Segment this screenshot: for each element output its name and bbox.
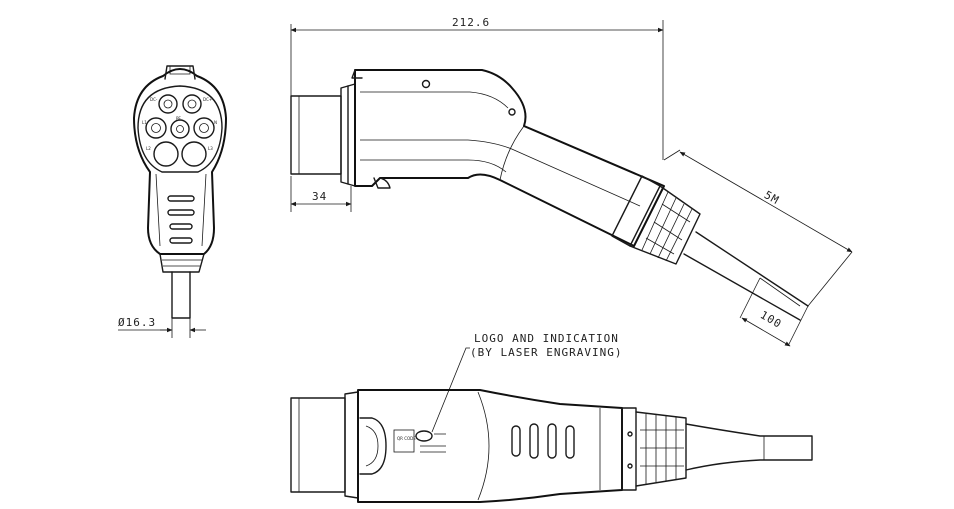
side-latch-button (421, 79, 431, 89)
note-line-2: (BY LASER ENGRAVING) (470, 346, 622, 359)
top-strain-relief (627, 411, 687, 487)
label-l3: L3 (208, 146, 213, 151)
side-body-outline (354, 69, 665, 247)
front-view: DC- DC+ PE L1 N L2 L3 Ø16.3 (118, 65, 227, 338)
side-view: 212.6 34 (290, 16, 853, 347)
dim-cable-diameter: Ø16.3 (118, 316, 156, 329)
front-grip-slots (155, 173, 207, 247)
front-cable (171, 271, 191, 319)
dim-cable-length: 5M (762, 188, 782, 207)
top-grip-ring (621, 407, 637, 491)
side-trigger (373, 177, 391, 189)
label-pe: PE (176, 116, 181, 121)
front-latch (164, 65, 196, 80)
side-latch (351, 69, 363, 79)
top-cable (685, 423, 813, 471)
front-strain-relief (159, 253, 205, 273)
note-line-1: LOGO AND INDICATION (474, 332, 619, 345)
pin-contacts (145, 94, 215, 167)
side-grip-ring (611, 175, 661, 247)
label-l2: L2 (146, 146, 151, 151)
dim-overall-length: 212.6 (452, 16, 490, 29)
label-l1: L1 (142, 120, 147, 125)
note-leader (431, 347, 470, 433)
label-n: N (214, 120, 217, 125)
label-dc-plus: DC+ (203, 97, 212, 102)
top-body-outline (357, 389, 623, 503)
front-housing-outline (133, 68, 227, 255)
top-recess (359, 417, 387, 475)
front-face-ring (137, 85, 223, 173)
top-view: LOGO AND INDICATION (BY LASER ENGRAVING)… (290, 332, 813, 503)
qr-code-label: QR CODE (397, 436, 416, 441)
dim-cable-end: 100 (758, 308, 784, 331)
side-nose (290, 95, 342, 175)
top-grip-slots (511, 423, 575, 459)
logo-mark (415, 430, 433, 442)
dim-nose-length: 34 (312, 190, 327, 203)
label-dc-minus: DC- (150, 97, 158, 102)
